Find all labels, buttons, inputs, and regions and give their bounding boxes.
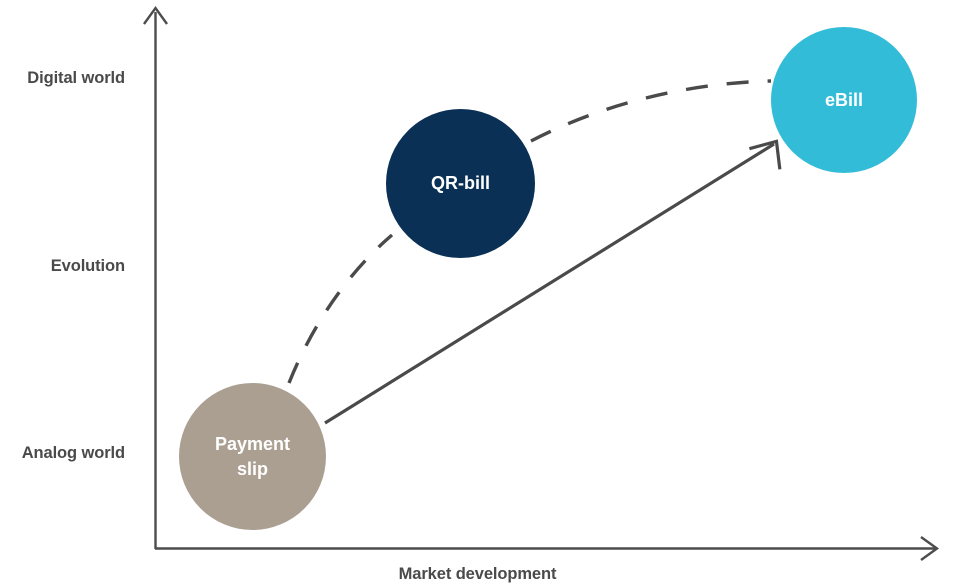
y-axis-label-analog-world: Analog world [21, 444, 125, 462]
connector-solid-payment-to-ebill [324, 142, 775, 425]
y-axis-label-evolution: Evolution [50, 257, 125, 275]
y-axis-label-digital-world: Digital world [27, 69, 125, 87]
bubble-payment-slip[interactable]: Payment slip [179, 383, 326, 530]
connector-dashed-qr-to-ebill [530, 79, 772, 143]
solid-arrowhead-icon [749, 139, 782, 170]
bubble-qr-bill[interactable]: QR-bill [386, 109, 535, 258]
bubble-payment-slip-label: Payment slip [214, 434, 291, 479]
x-axis-arrowhead-icon [920, 536, 940, 561]
bubble-qr-bill-label: QR-bill [431, 173, 490, 194]
x-axis-label-market-development: Market development [398, 565, 557, 583]
bubble-ebill[interactable]: eBill [771, 27, 917, 173]
y-axis-arrowhead-icon [143, 5, 168, 25]
bubble-ebill-label: eBill [824, 89, 863, 110]
connector-dashed-payment-to-qr [287, 233, 394, 384]
